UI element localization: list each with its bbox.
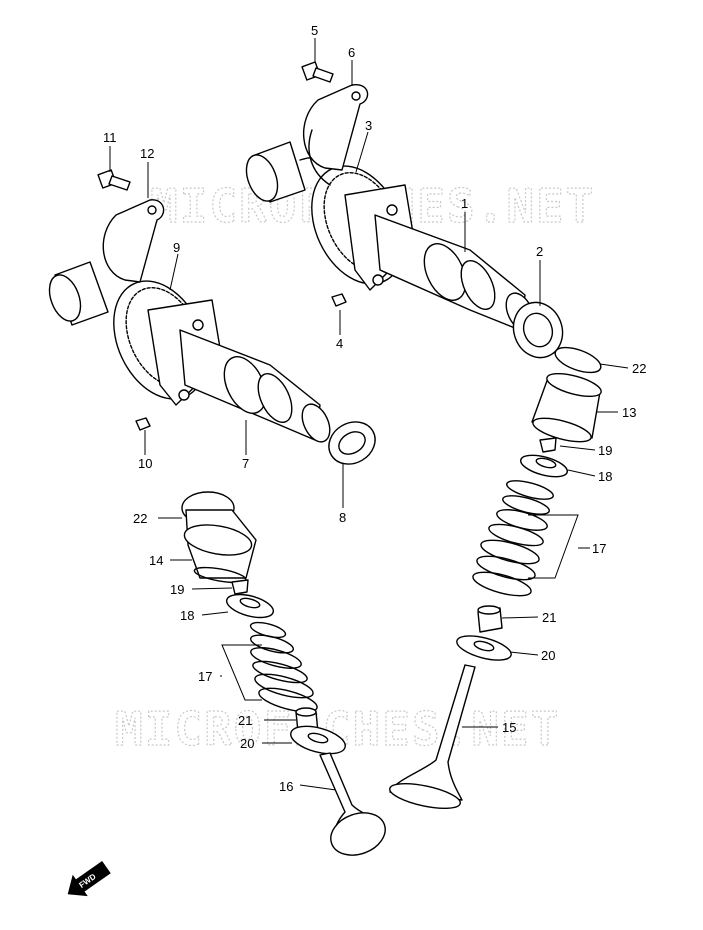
- cotter-left: [231, 579, 249, 595]
- label-part-22-right: 22: [632, 361, 646, 376]
- cam-plate-lower: [102, 199, 165, 283]
- label-part-12: 12: [140, 146, 154, 161]
- valve-spring-right: [472, 480, 554, 597]
- exhaust-camshaft: [245, 141, 535, 332]
- label-part-20-right: 20: [541, 648, 555, 663]
- exhaust-valve: [389, 664, 476, 810]
- label-part-9: 9: [173, 240, 180, 255]
- part-labels: 1 2 3 4 5 6 7 8 9 10 11 12 13 14 15 16 1…: [103, 23, 646, 794]
- spring-seat-left: [290, 725, 346, 755]
- label-part-19-right: 19: [598, 443, 612, 458]
- label-part-18-right: 18: [598, 469, 612, 484]
- spring-retainer-left: [225, 593, 275, 619]
- label-part-7: 7: [242, 456, 249, 471]
- intake-camshaft: [48, 261, 331, 443]
- label-part-2: 2: [536, 244, 543, 259]
- valve-stem-seal-right: [477, 605, 503, 633]
- label-part-1: 1: [461, 196, 468, 211]
- label-part-3: 3: [365, 118, 372, 133]
- bolt-lower: [97, 169, 131, 191]
- label-part-4: 4: [336, 336, 343, 351]
- bolt-upper: [301, 61, 334, 83]
- label-part-20-left: 20: [240, 736, 254, 751]
- label-part-15: 15: [502, 720, 516, 735]
- label-part-11: 11: [103, 130, 117, 145]
- valve-spring-left: [249, 621, 318, 713]
- label-part-5: 5: [311, 23, 318, 38]
- cam-plate-upper: [303, 84, 369, 186]
- tappet-right: [531, 372, 602, 443]
- cotter-right: [539, 437, 557, 453]
- label-part-21-left: 21: [238, 713, 252, 728]
- thrust-washer-upper: [512, 301, 564, 359]
- shim-right: [554, 346, 602, 374]
- label-part-8: 8: [339, 510, 346, 525]
- spring-retainer-right: [520, 454, 568, 478]
- leader-lines: [109, 38, 629, 791]
- label-part-14: 14: [149, 553, 163, 568]
- pin-upper: [331, 293, 347, 307]
- pin-lower: [135, 417, 151, 431]
- thrust-washer-lower: [328, 421, 376, 465]
- fwd-arrow-icon: FWD: [67, 860, 111, 897]
- spring-seat-right: [456, 635, 512, 661]
- label-part-13: 13: [622, 405, 636, 420]
- label-part-19-left: 19: [170, 582, 184, 597]
- label-part-18-left: 18: [180, 608, 194, 623]
- label-part-17-left: 17: [198, 669, 212, 684]
- label-part-6: 6: [348, 45, 355, 60]
- label-part-10: 10: [138, 456, 152, 471]
- label-part-21-right: 21: [542, 610, 556, 625]
- tappet-left: [183, 509, 257, 584]
- label-part-17-right: 17: [592, 541, 606, 556]
- label-part-22-left: 22: [133, 511, 147, 526]
- label-part-16: 16: [279, 779, 293, 794]
- intake-valve: [319, 752, 386, 856]
